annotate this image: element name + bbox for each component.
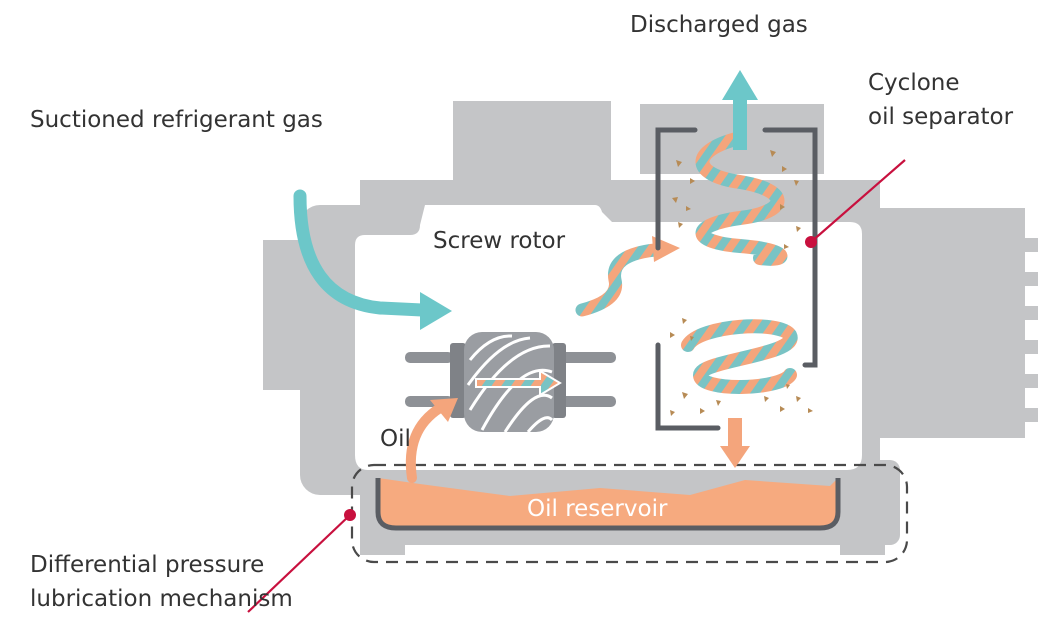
- label-suctioned-gas: Suctioned refrigerant gas: [30, 107, 323, 133]
- lubrication-pointer-line: [247, 514, 351, 613]
- cyclone-spiral-upper: [695, 131, 788, 266]
- cyclone-pointer-line: [810, 159, 906, 243]
- rotor-shaft-bottom-right: [560, 396, 616, 407]
- motor-fin-1: [1010, 238, 1038, 252]
- separator-wall-upper-left: [655, 127, 698, 251]
- suction-gas-arrowhead: [420, 292, 452, 330]
- separated-oil-flow: [728, 418, 742, 446]
- housing-foot-right: [840, 520, 885, 555]
- separated-oil-arrowhead: [720, 446, 750, 468]
- suction-gas-flow: [293, 189, 429, 317]
- separator-wall-right: [762, 127, 818, 368]
- oil-droplets: [670, 150, 813, 416]
- label-oil: Oil: [380, 426, 411, 452]
- label-discharged-gas: Discharged gas: [630, 12, 808, 38]
- rotor-shaft-top-right: [560, 352, 616, 363]
- motor-fin-3: [1010, 306, 1038, 320]
- compressed-gas-flow: [575, 243, 662, 317]
- motor-fin-2: [1010, 272, 1038, 286]
- housing-right-motor: [850, 208, 1025, 438]
- rotor-compression-arrow: [475, 369, 562, 397]
- cyclone-spiral-lower: [681, 319, 798, 394]
- label-diff-pressure-line1: Differential pressure: [30, 552, 264, 578]
- separator-wall-lower-left: [655, 342, 721, 431]
- discharge-gas-arrowhead: [722, 70, 758, 100]
- oil-feed-flow: [405, 403, 445, 483]
- lubrication-pointer-dot: [344, 509, 356, 521]
- cyclone-pointer-dot: [805, 236, 817, 248]
- oil-reservoir-wall: [375, 478, 841, 531]
- rotor-shaft-top-left: [405, 352, 453, 363]
- motor-fin-4: [1010, 340, 1038, 354]
- label-screw-rotor: Screw rotor: [433, 228, 566, 254]
- label-cyclone-line1: Cyclone: [868, 70, 960, 96]
- motor-fin-5: [1010, 374, 1038, 388]
- rotor-bearing-right: [552, 343, 566, 418]
- cyclone-separator-walls: [655, 127, 818, 431]
- motor-fin-6: [1010, 408, 1038, 422]
- label-diff-pressure-line2: lubrication mechanism: [30, 586, 293, 612]
- label-oil-reservoir: Oil reservoir: [527, 496, 668, 522]
- label-cyclone-line2: oil separator: [868, 104, 1014, 130]
- screw-rotor-assembly: [405, 332, 616, 433]
- oil-feed-arrowhead: [430, 398, 458, 422]
- oil-reservoir-fill: [378, 478, 838, 528]
